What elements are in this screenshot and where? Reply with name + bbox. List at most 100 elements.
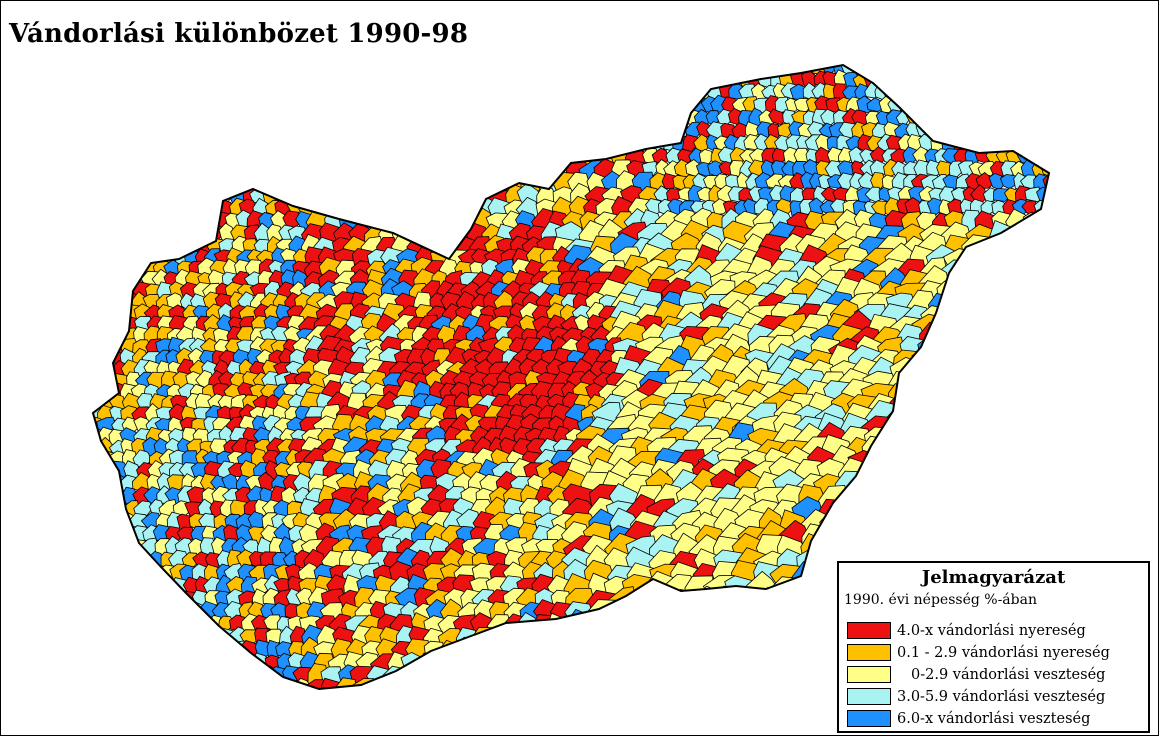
- municipality-cell: [929, 439, 961, 473]
- municipality-cell: [959, 257, 992, 291]
- municipality-cell: [109, 283, 130, 301]
- municipality-cell: [192, 147, 211, 168]
- municipality-cell: [991, 69, 1008, 89]
- municipality-cell: [939, 108, 957, 128]
- municipality-cell: [745, 612, 778, 646]
- municipality-cell: [586, 666, 615, 689]
- municipality-cell: [153, 122, 171, 140]
- municipality-cell: [520, 157, 547, 184]
- municipality-cell: [265, 65, 282, 76]
- municipality-cell: [110, 249, 130, 269]
- municipality-cell: [985, 245, 1022, 282]
- municipality-cell: [883, 65, 903, 74]
- municipality-cell: [688, 65, 706, 75]
- municipality-cell: [864, 65, 879, 77]
- municipality-cell: [1022, 212, 1047, 237]
- municipality-cell: [880, 459, 912, 495]
- municipality-cell: [157, 197, 174, 217]
- municipality-cell: [674, 639, 705, 669]
- municipality-cell: [167, 173, 184, 191]
- municipality-cell: [407, 96, 437, 119]
- municipality-cell: [439, 96, 467, 121]
- municipality-cell: [321, 120, 347, 145]
- municipality-cell: [99, 324, 118, 345]
- municipality-cell: [937, 82, 955, 102]
- municipality-cell: [932, 403, 965, 435]
- municipality-cell: [930, 348, 970, 381]
- municipality-cell: [972, 523, 1005, 555]
- municipality-cell: [93, 65, 104, 79]
- municipality-cell: [203, 185, 223, 205]
- legend-swatch: [847, 644, 891, 661]
- municipality-cell: [639, 97, 655, 115]
- municipality-cell: [347, 95, 372, 121]
- municipality-cell: [958, 473, 990, 506]
- municipality-cell: [913, 472, 948, 507]
- municipality-cell: [497, 106, 525, 132]
- municipality-cell: [608, 622, 642, 656]
- municipality-cell: [905, 65, 922, 75]
- municipality-cell: [698, 69, 712, 89]
- municipality-cell: [889, 444, 926, 482]
- municipality-cell: [981, 335, 1012, 366]
- municipality-cell: [108, 270, 128, 290]
- municipality-cell: [154, 224, 174, 242]
- municipality-cell: [779, 586, 812, 623]
- municipality-cell: [950, 449, 984, 482]
- municipality-cell: [931, 423, 963, 456]
- municipality-cell: [109, 304, 129, 323]
- municipality-cell: [107, 525, 126, 545]
- municipality-cell: [428, 169, 456, 196]
- municipality-cell: [110, 550, 130, 569]
- municipality-cell: [571, 135, 597, 159]
- municipality-cell: [511, 107, 540, 130]
- municipality-cell: [905, 382, 942, 412]
- municipality-cell: [235, 158, 254, 179]
- municipality-cell: [662, 677, 698, 689]
- municipality-cell: [260, 110, 280, 128]
- municipality-cell: [544, 135, 568, 158]
- municipality-cell: [1030, 484, 1049, 518]
- municipality-cell: [108, 562, 129, 582]
- municipality-cell: [750, 649, 784, 682]
- municipality-cell: [624, 82, 651, 109]
- municipality-cell: [518, 82, 541, 108]
- municipality-cell: [470, 65, 498, 80]
- municipality-cell: [132, 551, 151, 571]
- municipality-cell: [444, 159, 470, 183]
- legend-swatch: [847, 710, 891, 727]
- municipality-cell: [500, 626, 527, 651]
- municipality-cell: [315, 65, 339, 80]
- municipality-cell: [1044, 186, 1049, 203]
- municipality-cell: [194, 65, 213, 77]
- municipality-cell: [453, 95, 480, 123]
- municipality-cell: [226, 65, 248, 77]
- municipality-cell: [176, 82, 196, 103]
- municipality-cell: [352, 183, 374, 209]
- municipality-cell: [621, 94, 649, 118]
- municipality-cell: [555, 107, 583, 134]
- municipality-cell: [992, 485, 1021, 517]
- municipality-cell: [609, 602, 642, 630]
- municipality-cell: [133, 212, 153, 230]
- municipality-cell: [1042, 311, 1049, 345]
- municipality-cell: [653, 71, 670, 88]
- municipality-cell: [737, 588, 768, 621]
- municipality-cell: [945, 482, 980, 516]
- municipality-cell: [379, 65, 404, 83]
- municipality-cell: [991, 435, 1023, 469]
- municipality-cell: [991, 84, 1009, 100]
- municipality-cell: [411, 197, 434, 221]
- municipality-cell: [647, 638, 682, 669]
- municipality-cell: [122, 160, 141, 178]
- municipality-cell: [865, 510, 893, 543]
- municipality-cell: [238, 71, 257, 89]
- municipality-cell: [1033, 371, 1049, 404]
- municipality-cell: [873, 520, 905, 557]
- municipality-cell: [899, 460, 934, 489]
- municipality-cell: [390, 132, 412, 159]
- municipality-cell: [895, 82, 911, 100]
- municipality-cell: [132, 172, 150, 192]
- municipality-cell: [798, 663, 833, 689]
- municipality-cell: [154, 174, 171, 191]
